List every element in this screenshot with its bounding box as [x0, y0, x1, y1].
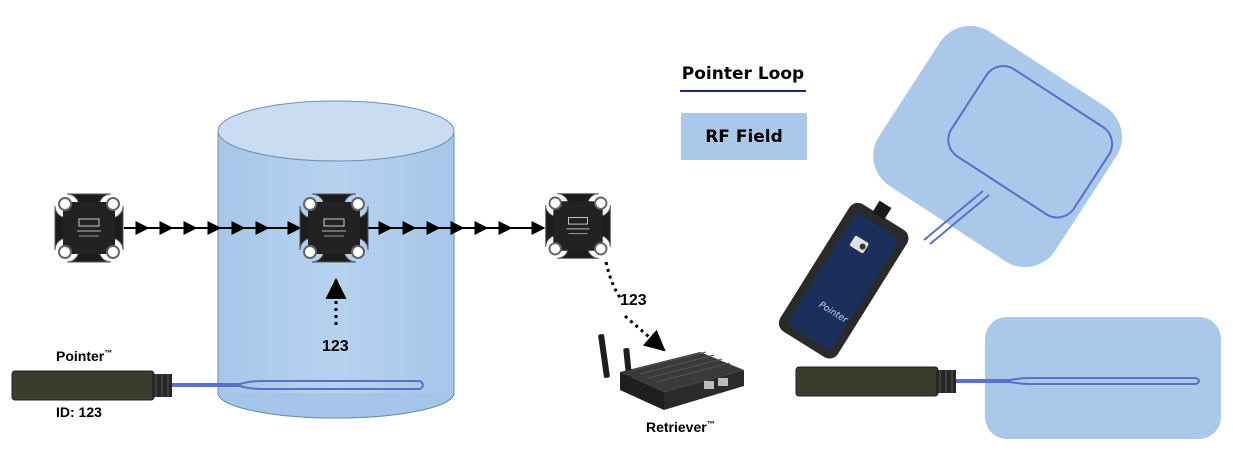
transmit-id-label-2: 123 — [620, 292, 647, 309]
cylinder-rf-field — [217, 100, 455, 419]
rf-field-large — [873, 25, 1122, 268]
retriever-label: Retriever™ — [646, 419, 715, 435]
dotted-arrow-to-retriever — [604, 261, 624, 301]
pointer-device-icon-right — [795, 366, 1200, 397]
legend-rf-field: RF Field — [681, 113, 807, 160]
retriever-gateway-icon — [598, 334, 744, 410]
transmit-id-label: 123 — [322, 338, 349, 355]
legend-pointer-loop: Pointer Loop — [680, 64, 806, 92]
pointer-loop-large — [923, 65, 1114, 245]
tag-icon — [54, 193, 124, 263]
pointer-id-label: ID: 123 — [56, 404, 102, 420]
handheld-reader-icon: Pointer — [778, 200, 909, 359]
pointer-label: Pointer™ — [56, 348, 113, 364]
tag-icon — [544, 192, 612, 260]
pointer-device-icon — [11, 370, 424, 401]
tag-icon — [299, 193, 369, 263]
